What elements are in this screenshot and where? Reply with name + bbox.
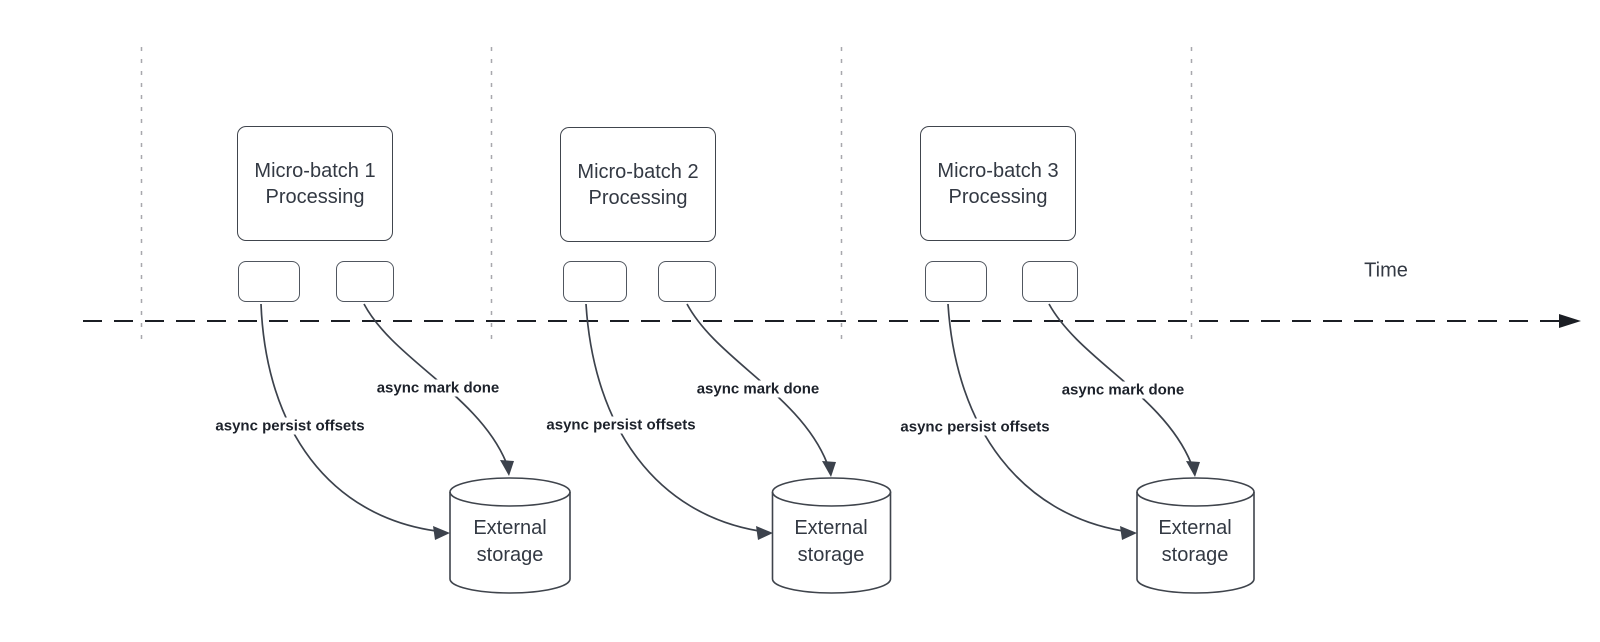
micro-batch-3-processing-box: Micro-batch 3 Processing (920, 126, 1076, 241)
storage-label-line2: storage (797, 544, 865, 566)
mark-done-task-box-1 (336, 261, 394, 302)
persist-offsets-arrow-2 (585, 303, 760, 532)
persist-arrowhead-icon-2 (756, 526, 773, 540)
timeline-arrowhead-icon (1559, 314, 1581, 328)
storage-label-line1: External (1158, 517, 1232, 539)
external-storage-label-2: External storage (794, 515, 867, 569)
mark-done-arrowhead-icon-3 (1186, 461, 1200, 477)
box-label-line2: Processing (588, 186, 688, 209)
storage-cylinder-2 (771, 477, 892, 594)
mark-done-task-box-3 (1022, 261, 1078, 302)
storage-label-line2: storage (476, 544, 544, 566)
persist-offsets-task-box-3 (925, 261, 987, 302)
storage-label-line1: External (473, 517, 547, 539)
mark-done-arrow-2 (686, 303, 828, 464)
storage-cylinder-3 (1136, 477, 1255, 594)
box-label-line1: Micro-batch 2 (577, 160, 699, 183)
external-storage-label-3: External storage (1158, 515, 1231, 569)
mark-done-label-3: async mark done (1058, 381, 1188, 399)
cylinder-body (771, 477, 892, 594)
micro-batch-1-processing-box: Micro-batch 1 Processing (237, 126, 393, 241)
cylinder-rim (449, 491, 571, 507)
cylinder-body (1136, 477, 1255, 594)
mark-done-task-box-2 (658, 261, 716, 302)
micro-batch-2-processing-box: Micro-batch 2 Processing (560, 127, 716, 242)
persist-offsets-task-box-2 (563, 261, 627, 302)
mark-done-arrowhead-icon-1 (500, 460, 514, 476)
mark-done-arrowhead-icon-2 (822, 461, 836, 477)
persist-offsets-label-2: async persist offsets (543, 416, 699, 434)
persist-offsets-arrow-1 (260, 303, 437, 532)
cylinder-rim (771, 491, 892, 507)
persist-offsets-label-3: async persist offsets (897, 418, 1053, 436)
persist-offsets-arrow-3 (947, 303, 1124, 532)
persist-arrowhead-icon-1 (433, 526, 450, 540)
mark-done-arrow-1 (363, 303, 507, 463)
mark-done-label-2: async mark done (693, 380, 823, 398)
box-label-line2: Processing (265, 185, 365, 208)
storage-label-line2: storage (1161, 544, 1229, 566)
persist-arrowhead-icon-3 (1120, 526, 1137, 540)
box-label-line1: Micro-batch 1 (254, 159, 376, 182)
cylinder-body (449, 477, 571, 594)
mark-done-arrow-3 (1048, 303, 1192, 464)
external-storage-label-1: External storage (473, 515, 546, 569)
mark-done-label-1: async mark done (373, 379, 503, 397)
time-axis-label: Time (1364, 259, 1408, 282)
persist-offsets-task-box-1 (238, 261, 300, 302)
storage-label-line1: External (794, 517, 868, 539)
box-label-line1: Micro-batch 3 (937, 159, 1059, 182)
persist-offsets-label-1: async persist offsets (212, 417, 368, 435)
cylinder-rim (1136, 491, 1255, 507)
storage-cylinder-1 (449, 477, 571, 594)
box-label-line2: Processing (948, 185, 1048, 208)
